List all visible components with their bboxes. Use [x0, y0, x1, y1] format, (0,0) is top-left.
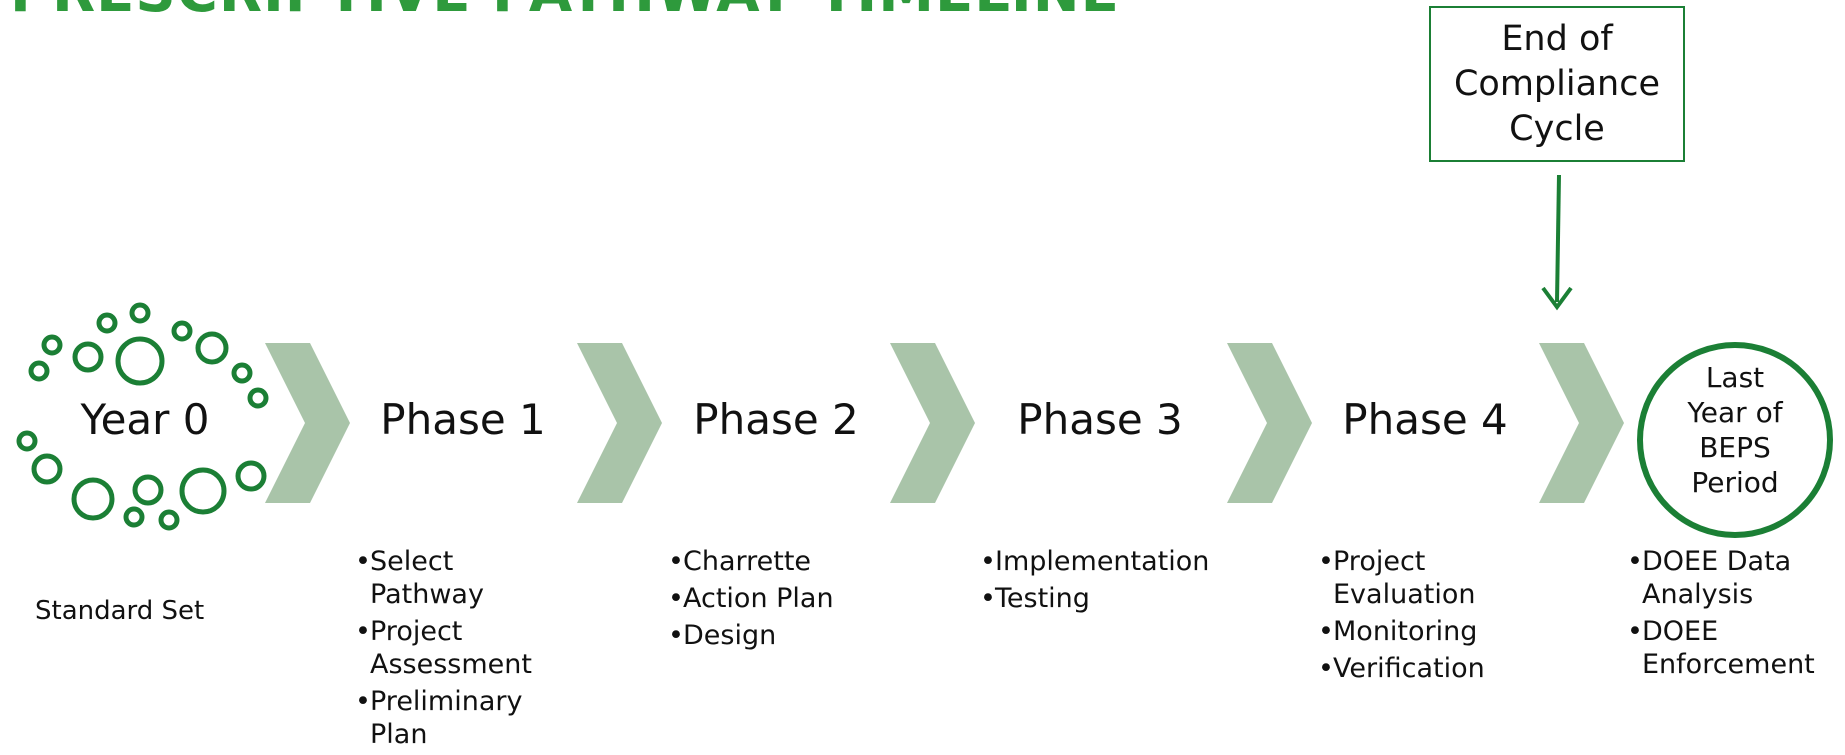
list-item: •Project Evaluation	[1318, 546, 1476, 610]
list-item: •Design	[668, 620, 777, 651]
callout-line: End of	[1501, 18, 1613, 59]
chevron-icon	[1539, 343, 1624, 503]
callout-line: Cycle	[1509, 108, 1605, 149]
phase-1-label: Phase 1	[380, 395, 546, 444]
list-item: •Implementation	[980, 546, 1210, 577]
chevron-icon	[890, 343, 975, 503]
phase-3-list: •Implementation •Testing	[980, 545, 1240, 619]
list-item: •Select Pathway	[355, 546, 484, 610]
phase-2-list: •Charrette •Action Plan •Design	[668, 545, 888, 656]
final-line: BEPS	[1699, 431, 1771, 464]
phase-4-label: Phase 4	[1342, 395, 1508, 444]
list-item: •Project Assessment	[355, 616, 532, 680]
phase-4-list: •Project Evaluation •Monitoring •Verific…	[1318, 545, 1508, 689]
list-item: •Preliminary Plan	[355, 686, 523, 750]
chevron-icon	[265, 343, 350, 503]
final-period-label: Last Year of BEPS Period	[1660, 360, 1810, 500]
list-item: •Charrette	[668, 546, 812, 577]
callout-arrow-head-icon	[1541, 286, 1573, 311]
list-item: •Testing	[980, 583, 1090, 614]
end-of-compliance-callout: End of Compliance Cycle	[1429, 6, 1685, 162]
page-title: PRESCRIPTIVE PATHWAY TIMELINE	[10, 0, 1120, 25]
phase-3-label: Phase 3	[1017, 395, 1183, 444]
list-item: •Monitoring	[1318, 616, 1478, 647]
callout-line: Compliance	[1453, 63, 1661, 104]
list-item: •Verification	[1318, 653, 1485, 684]
chevron-icon	[577, 343, 662, 503]
list-item: •DOEE Enforcement	[1627, 616, 1815, 680]
list-item: •DOEE Data Analysis	[1627, 546, 1792, 610]
callout-arrow-shaft	[1555, 174, 1561, 303]
phase-2-label: Phase 2	[693, 395, 859, 444]
chevron-icon	[1227, 343, 1312, 503]
standard-set-caption: Standard Set	[35, 596, 205, 626]
final-line: Year of	[1687, 396, 1783, 429]
final-period-list: •DOEE Data Analysis •DOEE Enforcement	[1627, 545, 1837, 685]
final-line: Period	[1691, 466, 1779, 499]
year0-label: Year 0	[80, 395, 210, 444]
list-item: •Action Plan	[668, 583, 834, 614]
final-period-circle-icon	[1637, 342, 1833, 538]
phase-1-list: •Select Pathway •Project Assessment •Pre…	[355, 545, 540, 755]
final-line: Last	[1705, 361, 1765, 394]
year0-circles-icon	[16, 302, 269, 531]
